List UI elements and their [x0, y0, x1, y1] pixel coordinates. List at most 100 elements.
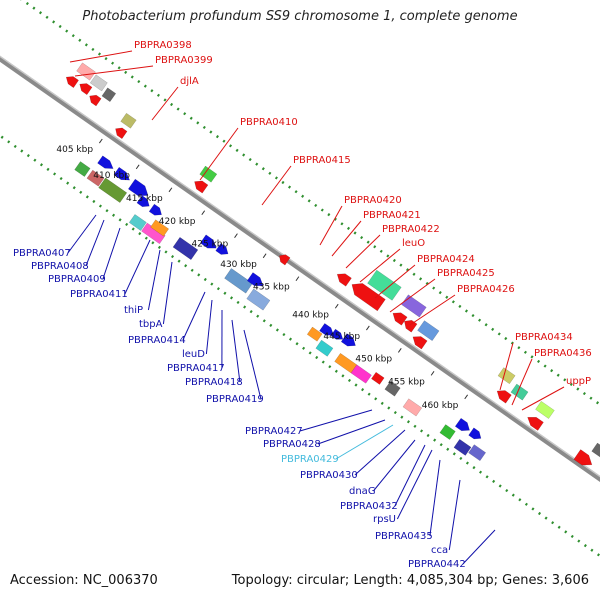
- gene-feature[interactable]: [98, 177, 128, 203]
- gene-feature[interactable]: [306, 326, 323, 342]
- gene-feature[interactable]: [330, 328, 344, 340]
- gene-feature[interactable]: [468, 444, 487, 462]
- bottom-gene-label[interactable]: dnaG: [349, 486, 376, 497]
- gene-feature[interactable]: [127, 178, 149, 197]
- gene-feature[interactable]: [86, 169, 105, 187]
- bottom-gene-label[interactable]: PBPRA0427: [245, 426, 303, 437]
- top-gene-label[interactable]: PBPRA0399: [155, 55, 213, 66]
- gene-feature[interactable]: [246, 272, 264, 287]
- top-gene-label[interactable]: leuO: [402, 238, 425, 249]
- gene-feature[interactable]: [319, 323, 334, 336]
- bottom-gene-label[interactable]: thiP: [124, 305, 143, 316]
- gene-feature[interactable]: [351, 283, 386, 312]
- genome-summary: Topology: circular; Length: 4,085,304 bp…: [231, 573, 589, 588]
- gene-feature[interactable]: [535, 400, 555, 419]
- top-gene-label[interactable]: PBPRA0410: [240, 117, 298, 128]
- bottom-gene-label[interactable]: PBPRA0418: [185, 377, 243, 388]
- top-gene-label[interactable]: PBPRA0426: [457, 284, 515, 295]
- bottom-gene-label[interactable]: PBPRA0429: [281, 454, 339, 465]
- accession-label: Accession:: [10, 573, 79, 588]
- gene-feature[interactable]: [74, 161, 91, 177]
- top-gene-label[interactable]: PBPRA0436: [534, 348, 592, 359]
- gene-feature[interactable]: [120, 112, 137, 129]
- gene-feature[interactable]: [336, 273, 352, 287]
- gene-feature[interactable]: [279, 254, 291, 266]
- bottom-gene-label[interactable]: cca: [431, 545, 448, 556]
- gene-feature[interactable]: [199, 165, 218, 183]
- top-gene-label[interactable]: PBPRA0434: [515, 332, 573, 343]
- top-gene-label[interactable]: PBPRA0424: [417, 254, 475, 265]
- gene-feature[interactable]: [573, 449, 593, 466]
- gene-feature[interactable]: [246, 288, 271, 311]
- gene-feature[interactable]: [468, 427, 482, 440]
- gene-feature[interactable]: [591, 442, 600, 462]
- gene-feature[interactable]: [510, 383, 529, 401]
- top-gene-label[interactable]: PBPRA0415: [293, 155, 351, 166]
- gene-feature[interactable]: [402, 398, 423, 417]
- top-gene-label[interactable]: PBPRA0421: [363, 210, 421, 221]
- top-gene-label[interactable]: PBPRA0420: [344, 195, 402, 206]
- gene-feature[interactable]: [527, 417, 544, 431]
- gene-feature[interactable]: [199, 234, 217, 249]
- gene-feature[interactable]: [417, 320, 440, 342]
- bottom-gene-label[interactable]: PBPRA0417: [167, 363, 225, 374]
- gene-feature[interactable]: [136, 195, 150, 207]
- gene-feature[interactable]: [367, 269, 402, 301]
- scale-tick-mark: [464, 394, 469, 400]
- topology-label: Topology:: [231, 573, 293, 588]
- gene-feature[interactable]: [315, 339, 334, 357]
- gene-feature[interactable]: [128, 214, 147, 231]
- bottom-gene-label[interactable]: rpsU: [373, 514, 396, 525]
- bottom-gene-label[interactable]: PBPRA0432: [340, 501, 398, 512]
- gene-feature[interactable]: [76, 62, 96, 81]
- gene-feature[interactable]: [496, 390, 512, 404]
- gene-feature[interactable]: [65, 76, 79, 89]
- top-gene-label[interactable]: PBPRA0425: [437, 268, 495, 279]
- genes-value: 3,606: [551, 573, 589, 588]
- gene-feature[interactable]: [454, 417, 470, 432]
- gene-feature[interactable]: [215, 243, 229, 255]
- bottom-gene-label[interactable]: PBPRA0409: [48, 274, 106, 285]
- gene-feature[interactable]: [392, 312, 408, 326]
- top-gene-label[interactable]: PBPRA0422: [382, 224, 440, 235]
- gene-feature[interactable]: [401, 294, 427, 318]
- gene-feature[interactable]: [141, 222, 166, 245]
- gene-feature[interactable]: [404, 319, 418, 333]
- bottom-gene-label[interactable]: PBPRA0407: [13, 248, 71, 259]
- gene-feature[interactable]: [384, 380, 401, 397]
- bottom-gene-label[interactable]: PBPRA0428: [263, 439, 321, 450]
- bottom-gene-label[interactable]: PBPRA0435: [375, 531, 433, 542]
- gene-feature[interactable]: [497, 367, 516, 385]
- gene-feature[interactable]: [115, 127, 128, 140]
- gene-feature[interactable]: [150, 219, 170, 237]
- top-gene-leader: [345, 234, 381, 269]
- bottom-gene-label[interactable]: PBPRA0442: [408, 559, 466, 570]
- gene-feature[interactable]: [412, 336, 428, 350]
- gene-feature[interactable]: [371, 371, 385, 385]
- bottom-gene-label[interactable]: tbpA: [139, 319, 163, 330]
- top-gene-label[interactable]: PBPRA0398: [134, 40, 192, 51]
- gene-feature[interactable]: [194, 180, 209, 194]
- gene-feature[interactable]: [172, 236, 199, 261]
- gene-feature[interactable]: [97, 155, 114, 169]
- bottom-gene-label[interactable]: PBPRA0414: [128, 335, 186, 346]
- gene-feature[interactable]: [101, 87, 117, 103]
- top-gene-label[interactable]: uppP: [566, 376, 591, 387]
- gene-feature[interactable]: [439, 424, 456, 440]
- bottom-gene-label[interactable]: leuD: [182, 349, 205, 360]
- bottom-gene-label[interactable]: PBPRA0411: [70, 289, 128, 300]
- gene-feature[interactable]: [89, 94, 102, 107]
- gene-feature[interactable]: [453, 438, 472, 456]
- gene-feature[interactable]: [89, 74, 108, 92]
- gene-feature[interactable]: [350, 364, 372, 384]
- bottom-gene-label[interactable]: PBPRA0419: [206, 394, 264, 405]
- bottom-gene-label[interactable]: PBPRA0430: [300, 470, 358, 481]
- bottom-gene-label[interactable]: PBPRA0408: [31, 261, 89, 272]
- gene-feature[interactable]: [79, 83, 93, 96]
- gene-feature[interactable]: [113, 166, 130, 181]
- gene-feature[interactable]: [148, 203, 162, 216]
- bottom-gene-leader: [67, 214, 97, 254]
- top-gene-label[interactable]: djlA: [180, 76, 199, 87]
- gene-feature[interactable]: [340, 333, 356, 347]
